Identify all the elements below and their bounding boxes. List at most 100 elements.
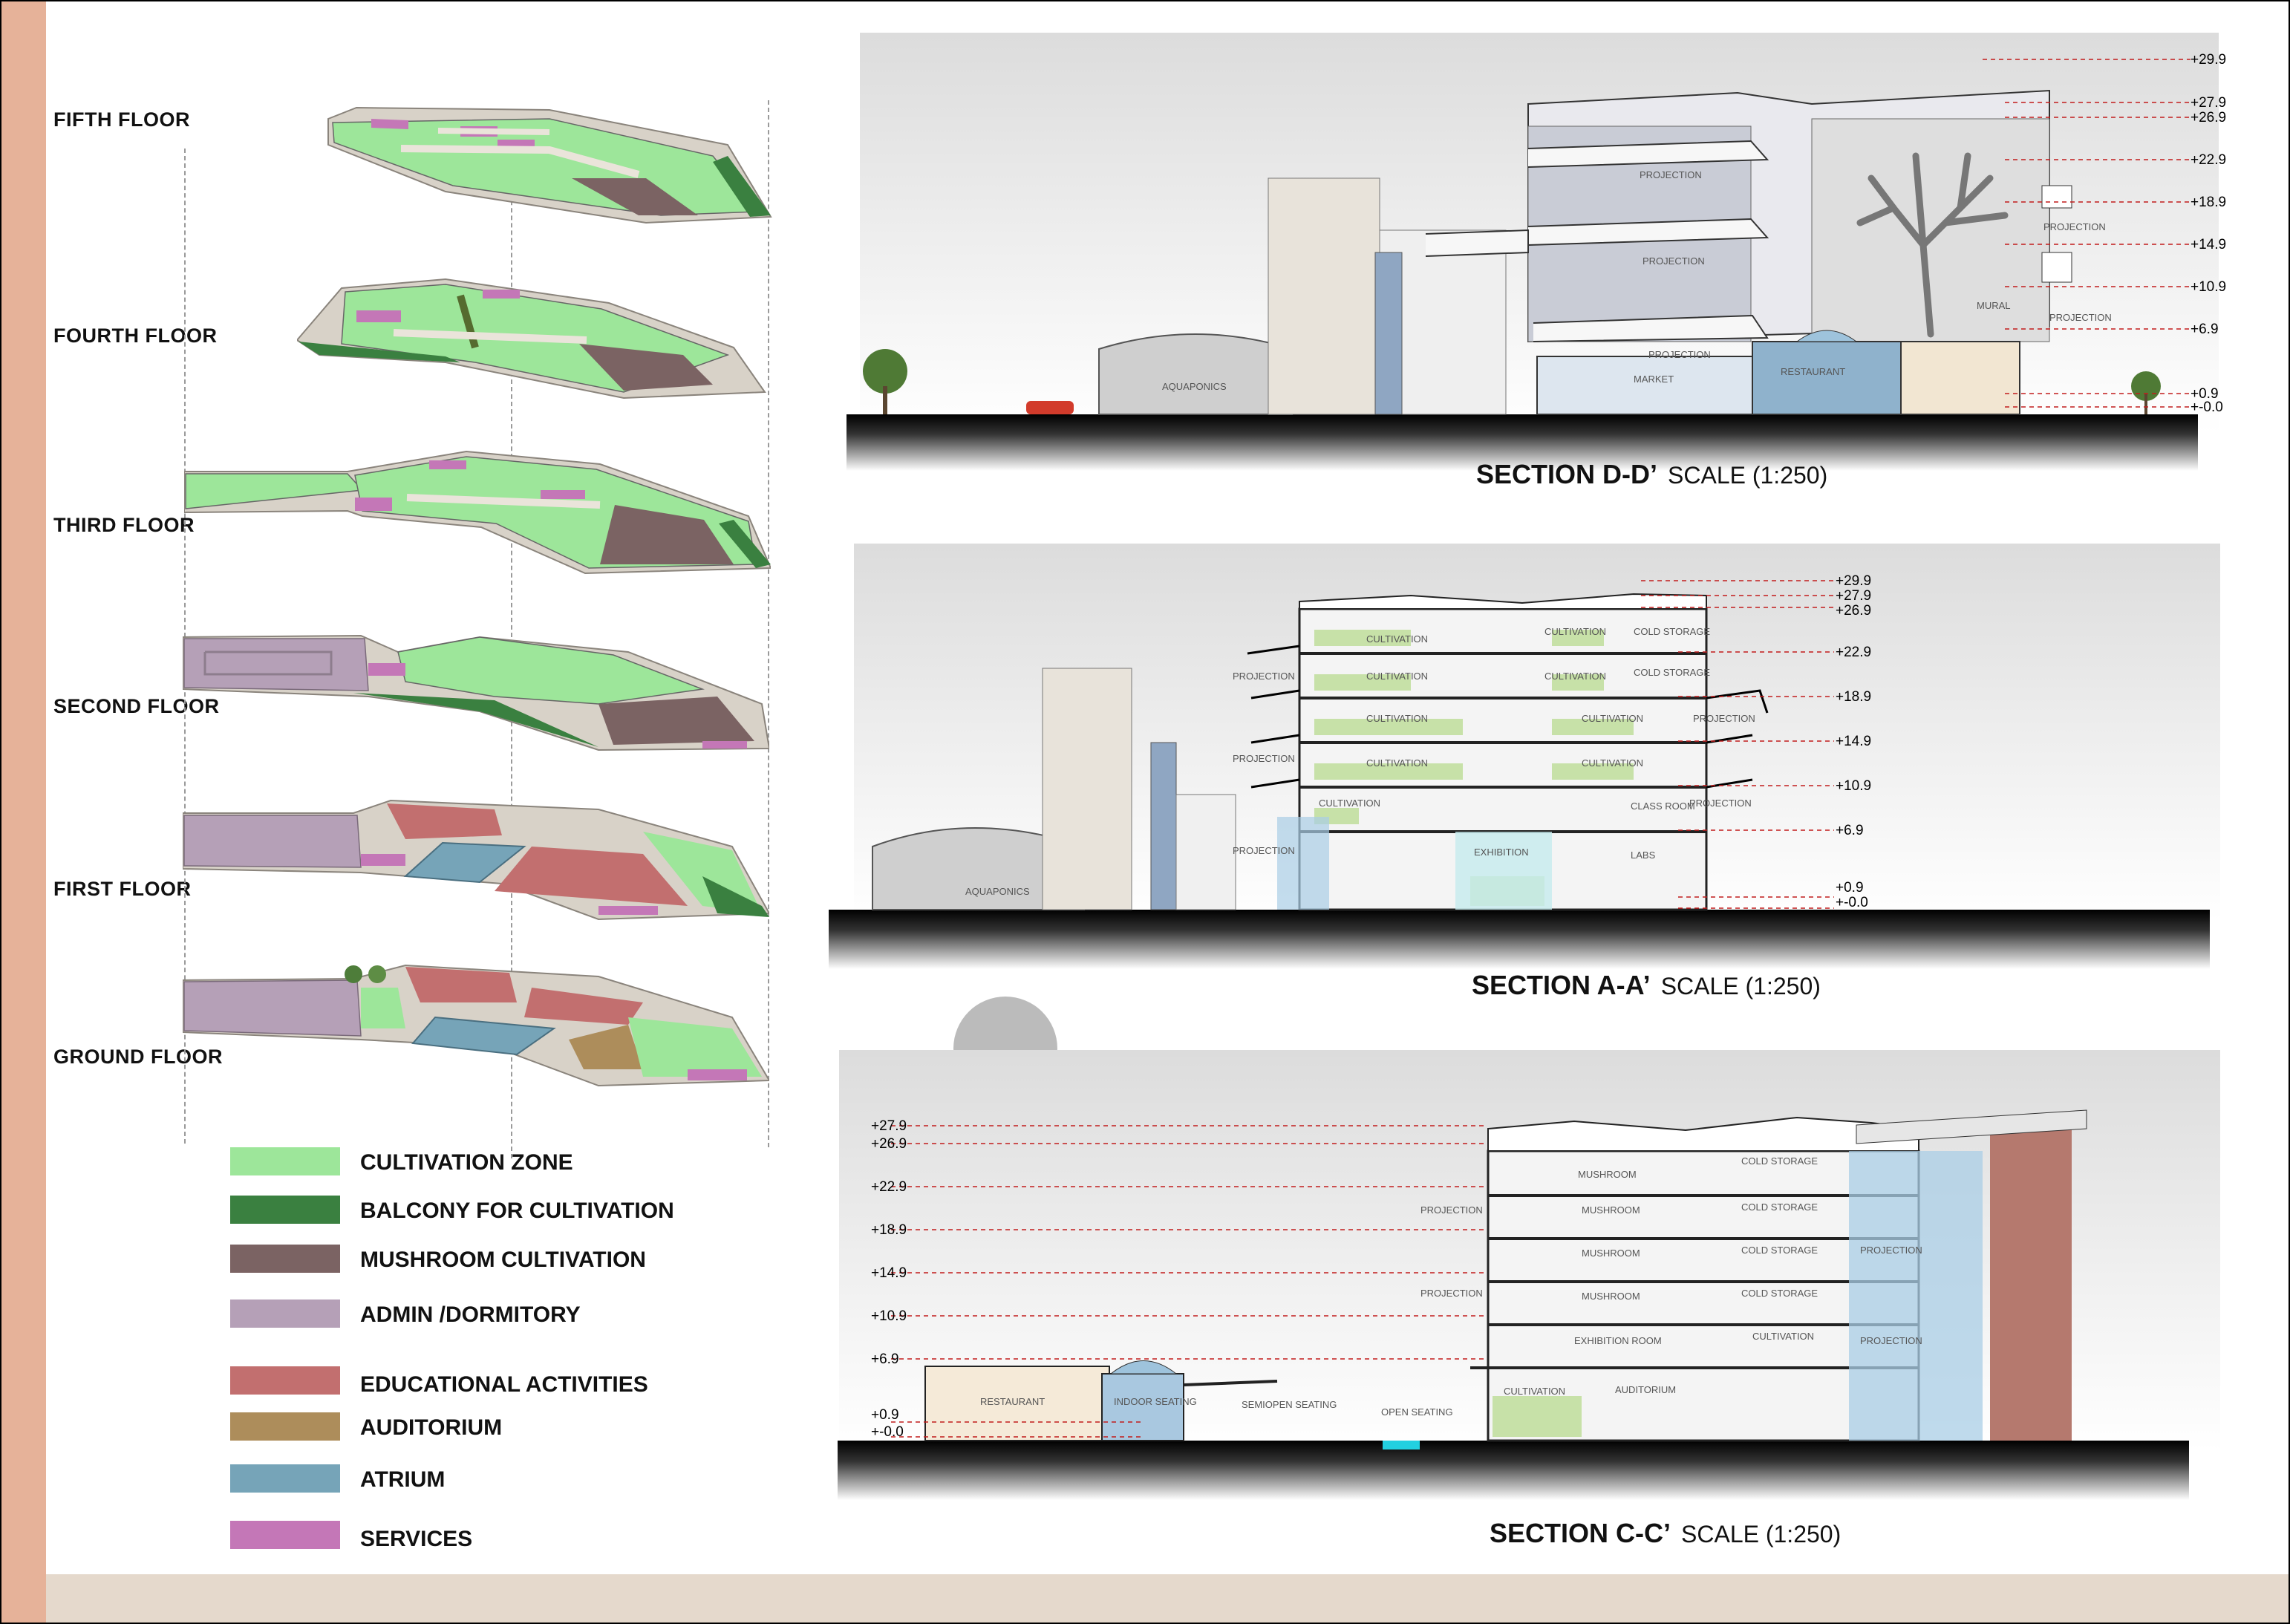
level-label: +22.9 <box>1836 645 1871 660</box>
room-label: PROJECTION <box>1648 349 1711 360</box>
level-label: +10.9 <box>1836 778 1871 794</box>
level-label: +26.9 <box>871 1136 907 1152</box>
room-label: PROJECTION <box>1689 798 1752 809</box>
level-label: +22.9 <box>2190 152 2226 168</box>
room-label: MUSHROOM <box>1582 1248 1640 1259</box>
legend-swatch <box>230 1412 340 1441</box>
room-label: CULTIVATION <box>1752 1331 1814 1342</box>
level-label: +29.9 <box>2190 52 2226 68</box>
level-label: +6.9 <box>1836 823 1864 838</box>
legend-label: MUSHROOM CULTIVATION <box>360 1248 646 1272</box>
room-label: COLD STORAGE <box>1634 626 1710 637</box>
level-label: +-0.0 <box>2190 400 2223 415</box>
legend-label: EDUCATIONAL ACTIVITIES <box>360 1372 648 1397</box>
room-label: AQUAPONICS <box>1162 381 1227 392</box>
section-title-text: SECTION D-D’ <box>1476 459 1658 489</box>
legend-swatch <box>230 1245 340 1273</box>
room-label: AUDITORIUM <box>1615 1384 1676 1395</box>
room-label: CULTIVATION <box>1582 713 1643 724</box>
legend-swatch <box>230 1196 340 1224</box>
room-label: EXHIBITION ROOM <box>1574 1335 1662 1346</box>
floor-plan-fifth <box>327 106 772 224</box>
room-label: CULTIVATION <box>1582 757 1643 769</box>
level-label: +29.9 <box>1836 573 1871 589</box>
room-label: INDOOR SEATING <box>1114 1396 1197 1407</box>
room-label: LABS <box>1631 849 1656 861</box>
legend-label: BALCONY FOR CULTIVATION <box>360 1199 674 1223</box>
room-label: RESTAURANT <box>1781 366 1845 377</box>
room-label: PROJECTION <box>1233 753 1295 764</box>
floor-label-ground: GROUND FLOOR <box>53 1046 223 1068</box>
room-label: MUSHROOM <box>1582 1204 1640 1216</box>
level-label: +27.9 <box>871 1118 907 1134</box>
footer-band <box>46 1574 2289 1623</box>
room-label: COLD STORAGE <box>1634 667 1710 678</box>
room-label: CULTIVATION <box>1366 671 1428 682</box>
section-dd-title: SECTION D-D’ SCALE (1:250) <box>1476 459 1827 490</box>
floor-label-first: FIRST FLOOR <box>53 878 192 900</box>
room-label: MARKET <box>1634 374 1674 385</box>
level-label: +-0.0 <box>1836 895 1868 910</box>
room-label: CULTIVATION <box>1366 757 1428 769</box>
level-label: +14.9 <box>2190 237 2226 252</box>
level-label: +0.9 <box>2190 386 2219 402</box>
room-label: CULTIVATION <box>1319 798 1380 809</box>
room-label: CULTIVATION <box>1544 671 1606 682</box>
level-label: +27.9 <box>1836 588 1871 604</box>
floor-plan-second <box>183 634 769 751</box>
level-label: +10.9 <box>871 1308 907 1324</box>
room-label: EXHIBITION <box>1474 847 1529 858</box>
level-label: +22.9 <box>871 1179 907 1195</box>
room-label: CLASS ROOM <box>1631 800 1695 812</box>
level-label: +14.9 <box>871 1265 907 1281</box>
room-label: PROJECTION <box>1233 845 1295 856</box>
level-label: +-0.0 <box>871 1424 904 1440</box>
legend-label: AUDITORIUM <box>360 1415 503 1440</box>
section-aa-title: SECTION A-A’SCALE (1:250) <box>1472 970 1821 1001</box>
room-label: PROJECTION <box>1693 713 1755 724</box>
floor-label-second: SECOND FLOOR <box>53 695 220 717</box>
level-label: +14.9 <box>1836 734 1871 749</box>
dashed-projection-line <box>768 100 769 1147</box>
legend-swatch <box>230 1521 340 1549</box>
room-label: COLD STORAGE <box>1741 1245 1818 1256</box>
room-label: COLD STORAGE <box>1741 1155 1818 1167</box>
level-label: +0.9 <box>871 1407 899 1423</box>
section-scale: SCALE (1:250) <box>1681 1521 1842 1548</box>
level-label: +18.9 <box>1836 689 1871 705</box>
room-label: PROJECTION <box>1643 255 1705 267</box>
room-label: RESTAURANT <box>980 1396 1045 1407</box>
floor-plan-third <box>184 450 771 575</box>
level-label: +26.9 <box>1836 603 1871 619</box>
room-label: PROJECTION <box>1860 1245 1922 1256</box>
room-label: COLD STORAGE <box>1741 1201 1818 1213</box>
room-label: OPEN SEATING <box>1381 1406 1453 1418</box>
level-label: +6.9 <box>871 1351 899 1367</box>
room-label: COLD STORAGE <box>1741 1288 1818 1299</box>
level-label: +27.9 <box>2190 95 2226 111</box>
room-label: CULTIVATION <box>1366 633 1428 645</box>
floor-plan-ground <box>183 964 769 1087</box>
level-label: +18.9 <box>2190 195 2226 210</box>
legend-swatch <box>230 1147 340 1175</box>
level-label: +18.9 <box>871 1222 907 1238</box>
level-label: +10.9 <box>2190 279 2226 295</box>
legend-swatch <box>230 1464 340 1493</box>
room-label: CULTIVATION <box>1504 1386 1565 1397</box>
floor-label-fourth: FOURTH FLOOR <box>53 325 218 347</box>
section-aa-drawing: +29.9 +27.9 +26.9 +22.9 +18.9 +14.9 +10.… <box>829 544 2220 969</box>
legend-label: CULTIVATION ZONE <box>360 1150 573 1175</box>
room-label: MUSHROOM <box>1582 1291 1640 1302</box>
section-cc-drawing: +27.9 +26.9 +22.9 +18.9 +14.9 +10.9 +6.9… <box>838 1050 2220 1500</box>
section-cc-title: SECTION C-C’SCALE (1:250) <box>1490 1518 1841 1549</box>
room-label: PROJECTION <box>1420 1204 1483 1216</box>
room-label: MUSHROOM <box>1578 1169 1637 1180</box>
room-label: PROJECTION <box>2043 221 2106 232</box>
level-label: +0.9 <box>1836 880 1864 896</box>
section-scale: SCALE (1:250) <box>1668 462 1828 489</box>
legend-swatch <box>230 1366 340 1395</box>
floor-plan-first <box>183 799 769 921</box>
floor-plan-fourth <box>297 278 766 400</box>
room-label: PROJECTION <box>2049 312 2112 323</box>
